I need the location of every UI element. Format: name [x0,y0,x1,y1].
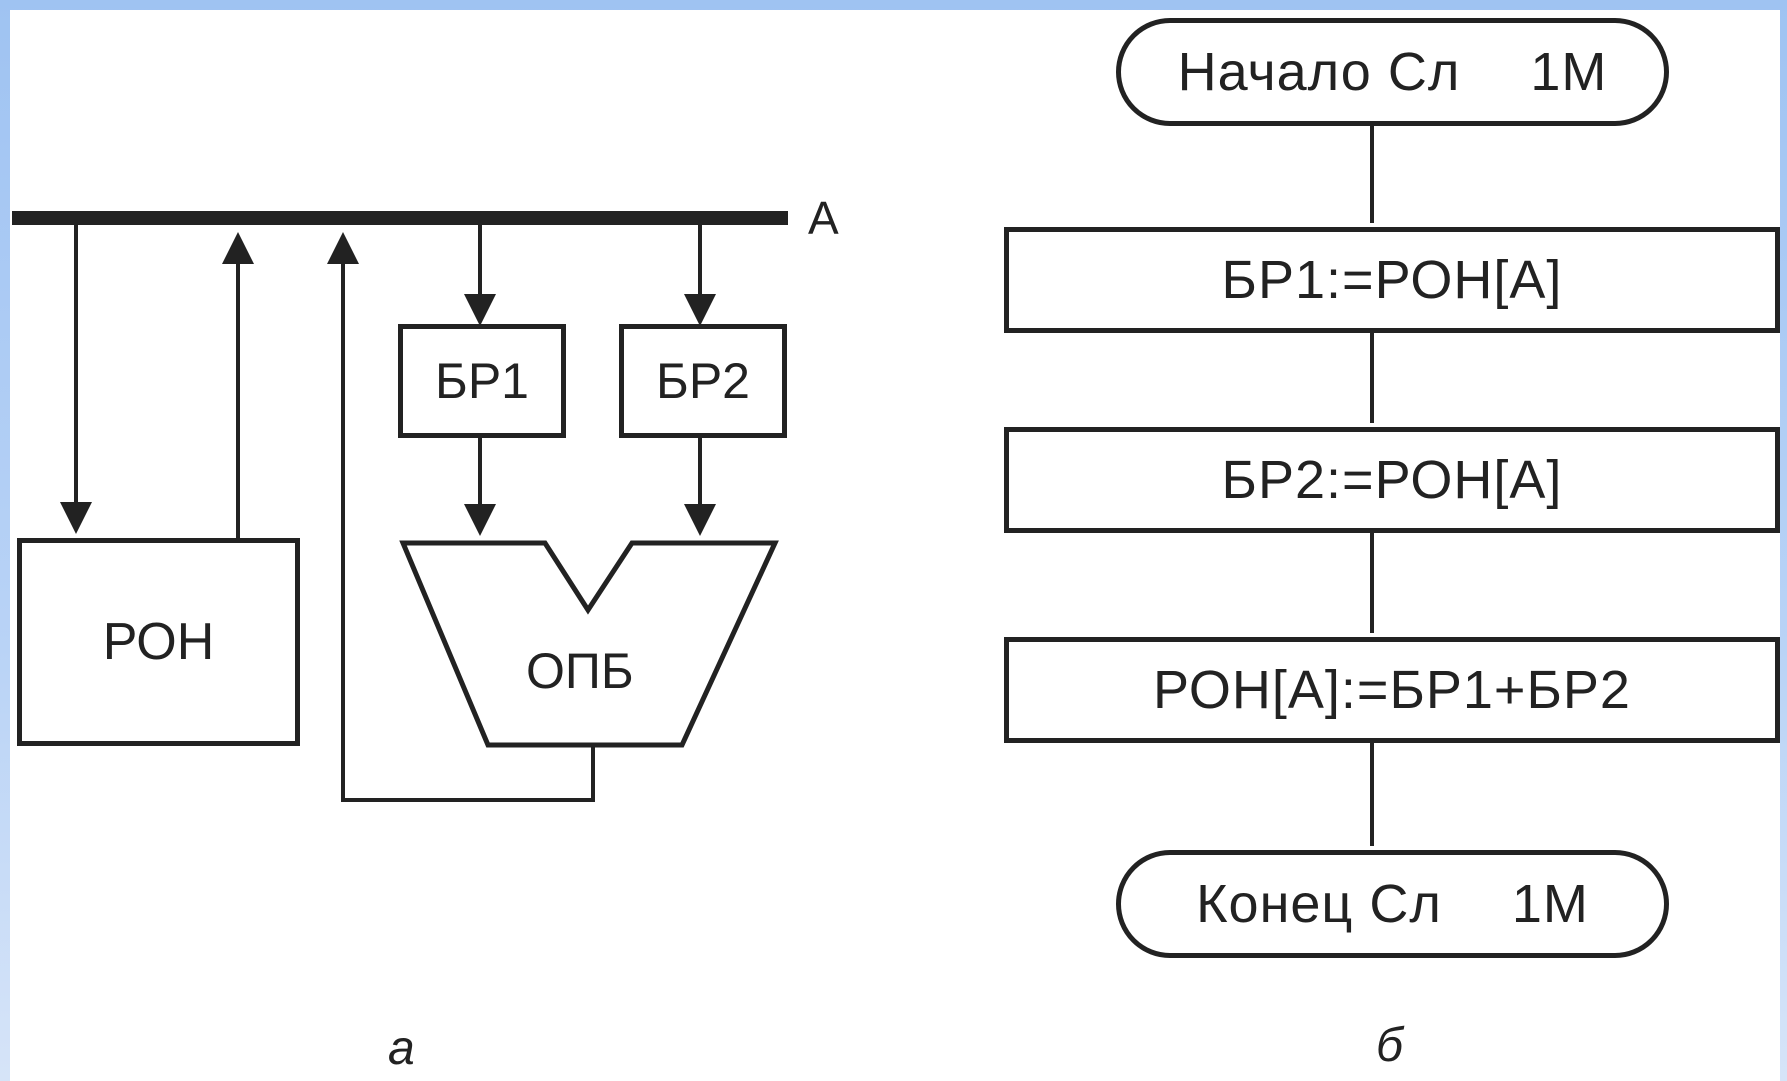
flow-step-3-text: РОН[А]:=БР1+БР2 [1153,660,1631,720]
end-terminator: Конец Сл 1М [1116,850,1669,958]
start-tag: 1М [1530,42,1608,102]
br1-block: БР1 [398,324,566,438]
ron-block: РОН [17,538,300,746]
opb-feedback-line [341,430,595,802]
opb-label: ОПБ [526,643,634,699]
end-tag: 1М [1511,874,1589,934]
flow-step-2-text: БР2:=РОН[А] [1221,450,1563,510]
start-name: Начало Сл [1177,42,1461,102]
opb-shape [399,540,779,748]
end-name: Конец Сл [1196,874,1442,934]
start-terminator: Начало Сл 1М [1116,18,1669,126]
flow-step-1: БР1:=РОН[А] [1004,227,1780,333]
br2-label: БР2 [656,353,750,409]
br1-label: БР1 [435,353,529,409]
flow-step-1-text: БР1:=РОН[А] [1221,250,1563,310]
diagram-canvas: А РОН БР1 БР2 ОПБ а Начало Сл 1М БР1:=РО… [10,10,1780,1081]
ron-label: РОН [102,613,215,671]
br2-block: БР2 [619,324,787,438]
flow-step-3: РОН[А]:=БР1+БР2 [1004,637,1780,743]
structure-diagram [12,211,788,802]
flowchart-connectors [1370,122,1374,846]
flow-step-2: БР2:=РОН[А] [1004,427,1780,533]
caption-a: а [388,1022,415,1075]
caption-b: б [1376,1019,1403,1072]
bus-label: А [808,192,839,244]
